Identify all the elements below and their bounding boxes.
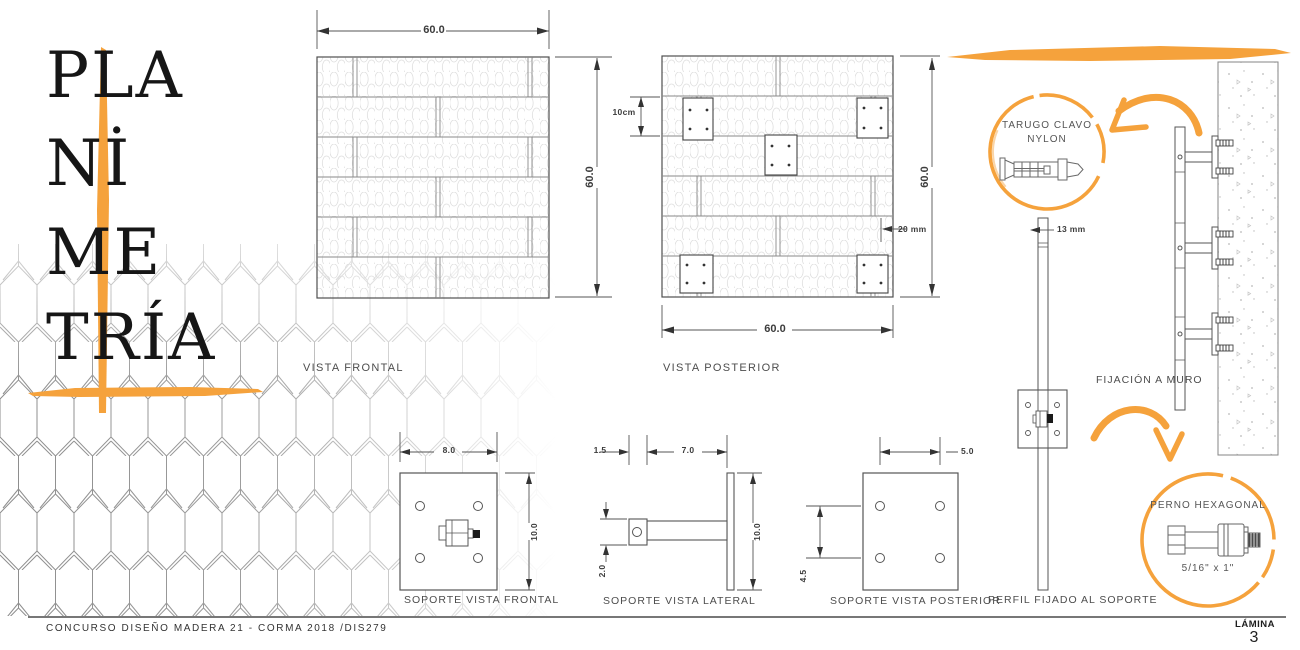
soporte-frontal-width-dim: 8.0 — [442, 445, 456, 455]
tarugo-label-line2: NYLON — [1027, 134, 1067, 145]
soporte-posterior-hole-height-dim: 4.5 — [798, 569, 808, 583]
soporte-frontal-drawing — [399, 432, 535, 591]
brush-top-right — [947, 46, 1291, 61]
soporte-posterior-hole-width-dim: 5.0 — [961, 446, 974, 456]
vista-posterior-drawing — [630, 55, 940, 338]
vista-posterior-dimension-lines — [630, 55, 940, 338]
perno-size-dim: 5/16" x 1" — [1181, 563, 1235, 574]
soporte-lateral-arm-dim: 7.0 — [681, 445, 695, 455]
vista-frontal-drawing — [316, 10, 612, 299]
perno-label: PERNO HEXAGONAL — [1150, 500, 1266, 511]
vista-posterior-height-dim: 60.0 — [919, 166, 931, 188]
perfil-fijado-label: PERFIL FIJADO AL SOPORTE — [988, 594, 1158, 606]
soporte-frontal-label: SOPORTE VISTA FRONTAL — [404, 594, 560, 606]
soporte-posterior-drawing — [806, 437, 959, 591]
mounting-plates — [679, 97, 889, 294]
wire-mesh-background — [0, 244, 556, 616]
wall-brackets — [1177, 135, 1234, 356]
support-bolt-front — [438, 519, 480, 547]
plate-screw-holes — [685, 106, 883, 285]
sheet-number: 3 — [1249, 629, 1259, 646]
tarugo-label-line1: TARUGO CLAVO — [1002, 120, 1092, 131]
vista-frontal-label: VISTA FRONTAL — [303, 362, 404, 374]
orange-brush-strokes — [28, 46, 1291, 413]
perno-callout — [1090, 406, 1276, 608]
title-line-1: PLA — [46, 39, 184, 113]
vista-posterior-label: VISTA POSTERIOR — [663, 362, 781, 374]
orange-arrow-top — [1115, 93, 1203, 137]
brush-vertical — [97, 47, 109, 413]
soporte-lateral-block-height-dim: 2.0 — [597, 564, 607, 578]
brush-horizontal — [28, 387, 263, 397]
title-line-2: Nİ — [46, 127, 132, 201]
soporte-lateral-label: SOPORTE VISTA LATERAL — [603, 595, 756, 607]
profile-width-dim: 13 mm — [1057, 224, 1086, 234]
perfil-fijado-drawing — [1017, 217, 1068, 591]
fijacion-a-muro-label: FIJACIÓN A MURO — [1096, 374, 1203, 386]
fijacion-a-muro-drawing — [1174, 61, 1279, 456]
tarugo-callout — [988, 93, 1203, 211]
soporte-lateral-drawing — [600, 435, 762, 591]
soporte-lateral-height-dim: 10.0 — [752, 523, 762, 541]
title-line-3: ME — [46, 216, 163, 290]
soporte-posterior-label: SOPORTE VISTA POSTERIOR — [830, 595, 1001, 607]
vista-frontal-width-dim: 60.0 — [423, 24, 445, 36]
orange-arrow-bottom — [1090, 406, 1170, 442]
vista-posterior-dimension-arrows — [638, 58, 935, 334]
nylon-anchor-icon — [999, 157, 1084, 181]
lamina-label: LÁMINA — [1235, 619, 1275, 630]
plate-offset-dim: 10cm — [612, 107, 636, 117]
perfil-plate-holes — [1025, 402, 1060, 436]
overlap-dim: 20 mm — [898, 224, 927, 234]
title-line-4: TRÍA — [46, 301, 217, 375]
footer-project-text: CONCURSO DISEÑO MADERA 21 - CORMA 2018 /… — [46, 623, 388, 634]
soporte-frontal-height-dim: 10.0 — [529, 523, 539, 541]
vista-posterior-width-dim: 60.0 — [764, 323, 786, 335]
vista-frontal-height-dim: 60.0 — [584, 166, 596, 188]
vista-frontal-dimension-lines — [316, 10, 612, 298]
hex-bolt-icon — [1167, 523, 1261, 557]
soporte-lateral-block-width-dim: 1.5 — [593, 445, 607, 455]
